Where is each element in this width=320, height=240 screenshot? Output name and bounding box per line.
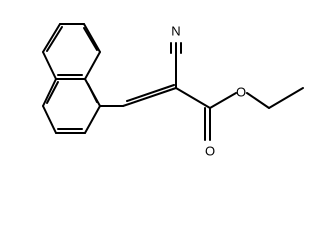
nitrogen-atom-label: N <box>171 23 180 38</box>
ester-oxygen-label: O <box>236 84 246 99</box>
bond-ring-8 <box>84 105 101 134</box>
bond-ring-double-2 <box>83 27 98 51</box>
bond-ring-double-4 <box>87 83 98 103</box>
bond-vinyl-double-inner <box>126 84 175 102</box>
bond-ring-3 <box>84 51 101 80</box>
molecule-diagram: N O O <box>42 23 304 158</box>
bond-ring-5 <box>42 51 57 80</box>
bond-ring-double-6 <box>46 81 59 104</box>
bond-alpha-to-carbonyl <box>175 87 211 109</box>
side-chain <box>99 42 304 141</box>
bond-ring-10 <box>42 105 57 134</box>
bond-ethyl <box>268 87 304 109</box>
bond-ring-double-1 <box>46 26 63 52</box>
bond-ring-6 <box>42 23 61 53</box>
bond-ring-2 <box>83 23 101 53</box>
bond-ester-carbon-oxygen <box>209 92 237 109</box>
bond-vinyl-double-outer <box>122 87 177 107</box>
bond-ring-11 <box>42 78 57 107</box>
structure-canvas: N O O <box>42 23 304 159</box>
naphthalene-ring-system <box>42 23 101 134</box>
bond-oxygen-ethyl <box>246 92 270 109</box>
carbonyl-oxygen-label: O <box>205 143 215 158</box>
